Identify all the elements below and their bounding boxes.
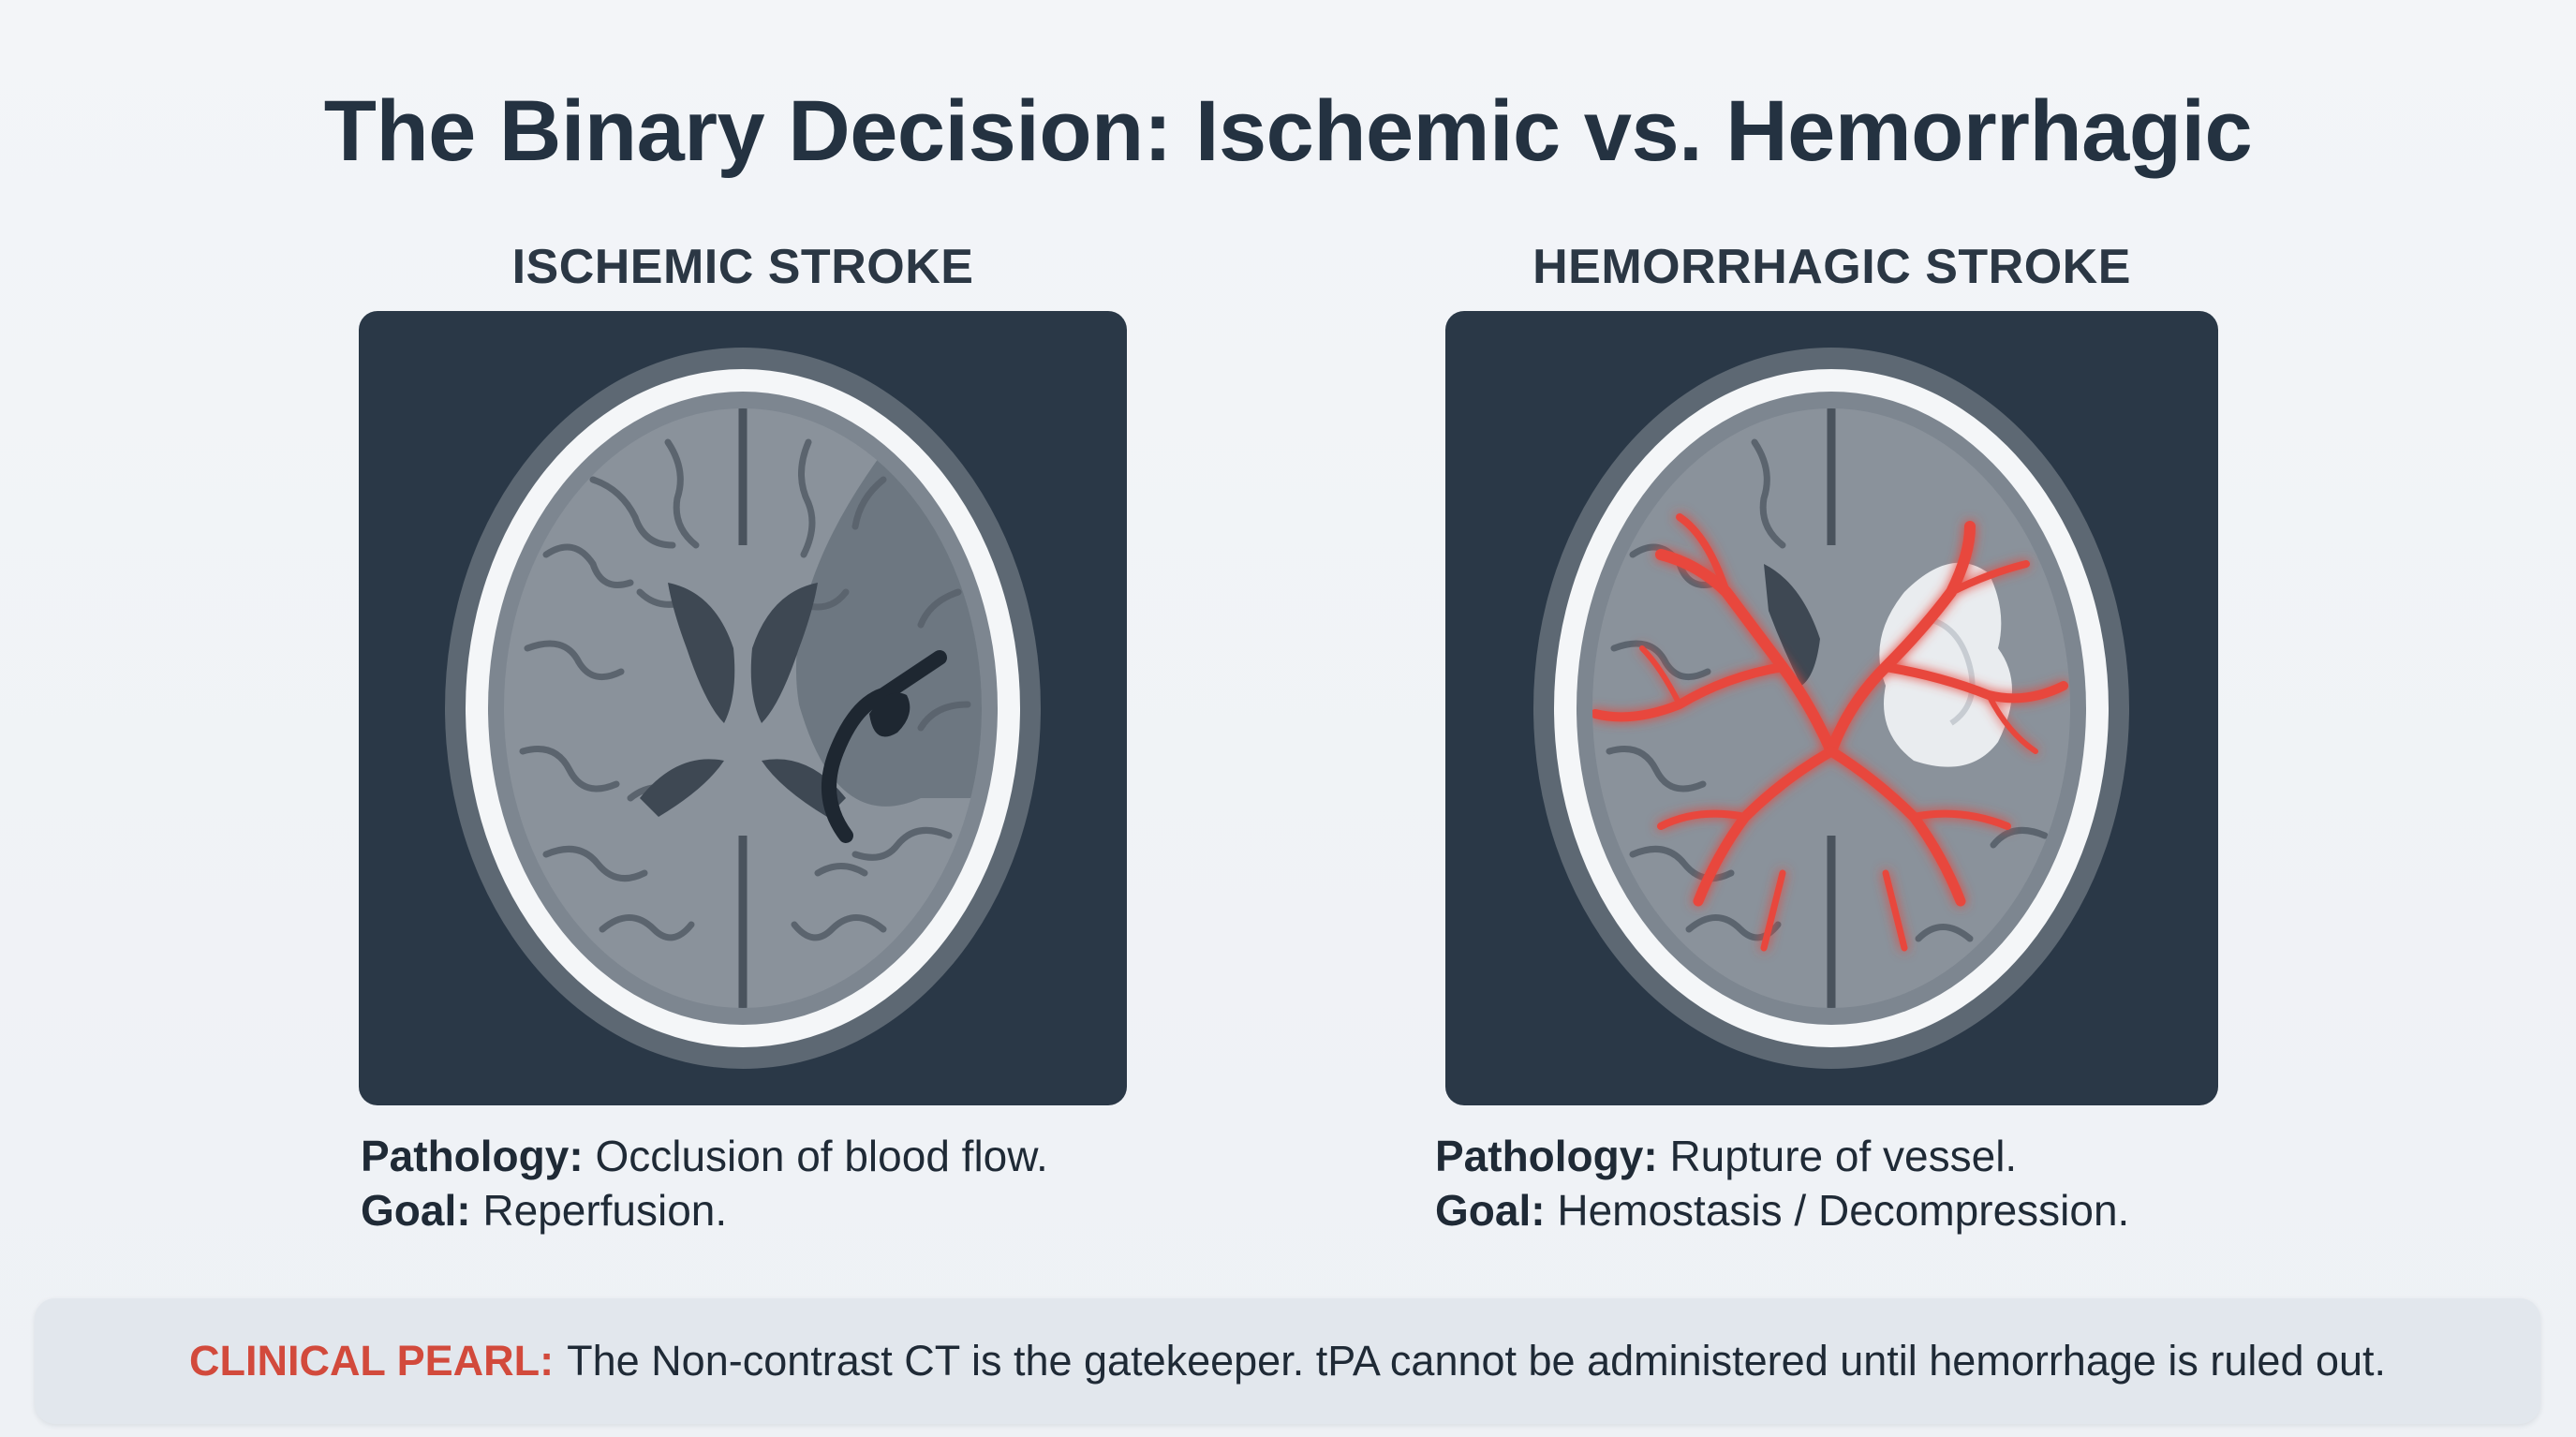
ischemic-pathology-label: Pathology: [361, 1132, 584, 1180]
ischemic-goal: Goal: Reperfusion. [361, 1183, 1048, 1237]
clinical-pearl-label: CLINICAL PEARL: [188, 1337, 555, 1385]
hemorrhagic-goal-label: Goal: [1435, 1186, 1546, 1235]
ischemic-description: Pathology: Occlusion of blood flow. Goal… [361, 1129, 1048, 1237]
hemorrhagic-pathology-text: Rupture of vessel. [1669, 1132, 2018, 1180]
ischemic-goal-text: Reperfusion. [482, 1186, 728, 1235]
ischemic-scan-panel [359, 311, 1127, 1105]
ischemic-goal-label: Goal: [361, 1186, 471, 1235]
clinical-pearl-text: The Non-contrast CT is the gatekeeper. t… [567, 1337, 2387, 1385]
hemorrhagic-heading: HEMORRHAGIC STROKE [1532, 240, 2131, 294]
hemorrhagic-goal-text: Hemostasis / Decompression. [1557, 1186, 2130, 1235]
ischemic-heading: ISCHEMIC STROKE [511, 240, 974, 294]
brain-ct-ischemic-icon [445, 348, 1041, 1069]
page-title: The Binary Decision: Ischemic vs. Hemorr… [323, 83, 2253, 179]
ischemic-pathology: Pathology: Occlusion of blood flow. [361, 1129, 1048, 1183]
hemorrhagic-pathology: Pathology: Rupture of vessel. [1435, 1129, 2129, 1183]
clinical-pearl-banner: CLINICAL PEARL: The Non-contrast CT is t… [35, 1298, 2540, 1424]
brain-ct-hemorrhagic-icon [1533, 348, 2129, 1069]
ischemic-pathology-text: Occlusion of blood flow. [595, 1132, 1048, 1180]
hemorrhagic-goal: Goal: Hemostasis / Decompression. [1435, 1183, 2129, 1237]
hemorrhagic-pathology-label: Pathology: [1435, 1132, 1658, 1180]
hemorrhagic-description: Pathology: Rupture of vessel. Goal: Hemo… [1435, 1129, 2129, 1237]
hemorrhagic-scan-panel [1445, 311, 2218, 1105]
